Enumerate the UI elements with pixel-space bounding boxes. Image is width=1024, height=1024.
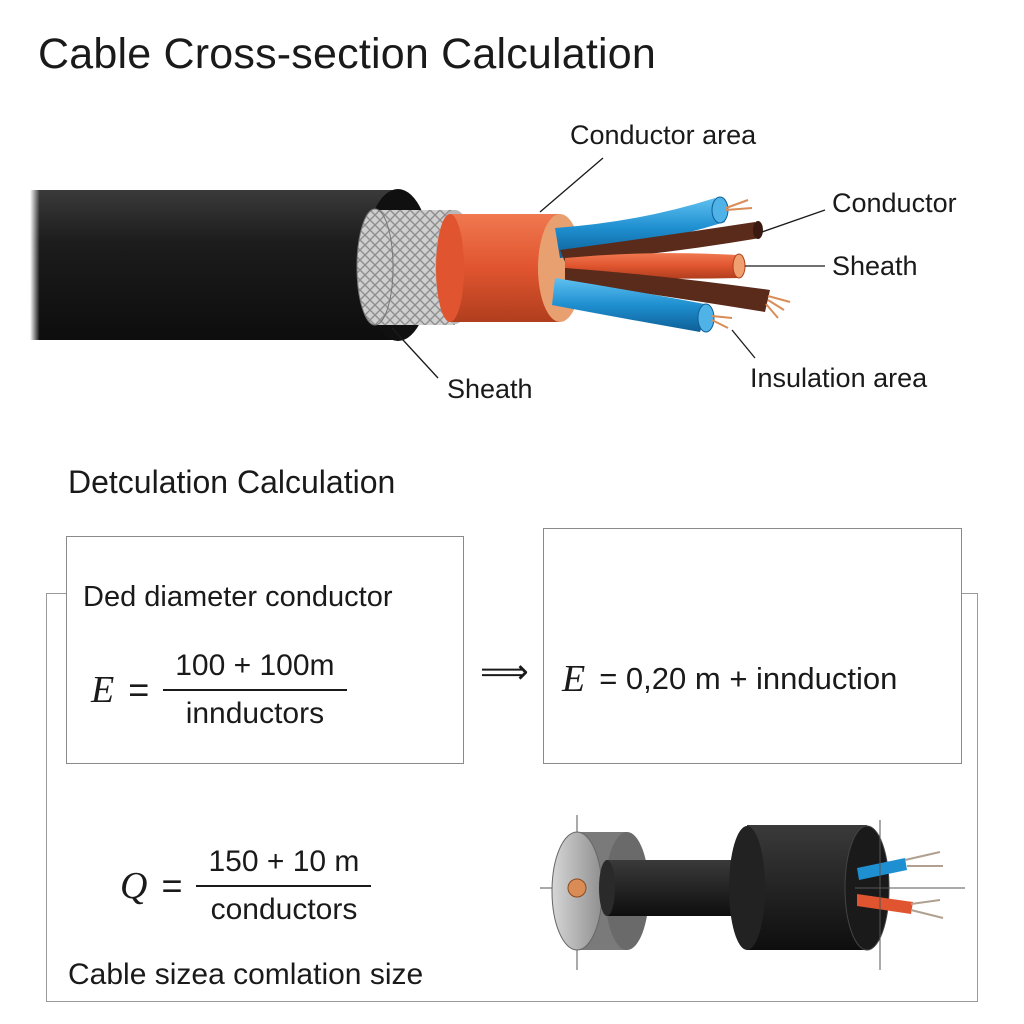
- wire-brown-top: [560, 221, 763, 262]
- numerator: 100 + 100m: [163, 649, 347, 691]
- numerator: 150 + 10 m: [196, 845, 372, 887]
- page-title: Cable Cross-section Calculation: [38, 30, 657, 78]
- callout-insulation-area: Insulation area: [750, 363, 928, 393]
- implies-arrow-icon: ⟹: [480, 653, 529, 691]
- formula-e-result: E = 0,20 m + innduction: [562, 657, 897, 701]
- fraction: 150 + 10 m conductors: [196, 845, 372, 927]
- section-heading: Detculation Calculation: [68, 464, 396, 500]
- formula-variable: E: [91, 669, 115, 711]
- formula-variable: Q: [120, 865, 148, 907]
- right-formula-box: E = 0,20 m + innduction: [543, 528, 962, 764]
- wire-blue-top: [555, 196, 753, 258]
- wire-brown-bottom: [565, 268, 791, 319]
- formula-variable: E: [562, 658, 586, 700]
- left-formula-box: Ded diameter conductor E = 100 + 100m in…: [66, 536, 464, 764]
- formula-e-fraction: E = 100 + 100m innductors: [91, 649, 347, 731]
- frame-edge: [46, 593, 66, 594]
- wire-blue-bottom: [552, 278, 733, 333]
- denominator: innductors: [185, 697, 325, 730]
- callout-conductor: Conductor: [832, 188, 957, 218]
- equals-sign: =: [128, 669, 150, 710]
- cable-illustration: [30, 157, 826, 379]
- formula-q-fraction: Q = 150 + 10 m conductors: [120, 845, 372, 927]
- footer-label: Cable sizea comlation size: [68, 958, 424, 991]
- callout-sheath-right: Sheath: [832, 251, 918, 281]
- denominator: conductors: [210, 893, 358, 926]
- callout-sheath-bottom: Sheath: [447, 374, 533, 404]
- fraction: 100 + 100m innductors: [163, 649, 347, 731]
- leader-lines: [391, 157, 826, 379]
- equals-sign: =: [161, 865, 183, 906]
- cable-end-illustration: [540, 815, 965, 970]
- outer-frame: [46, 593, 978, 1002]
- outer-jacket: [30, 189, 432, 341]
- frame-edge: [960, 593, 978, 594]
- result-expression: = 0,20 m + innduction: [599, 661, 898, 696]
- callout-conductor-area: Conductor area: [570, 120, 757, 150]
- left-box-label: Ded diameter conductor: [83, 581, 393, 613]
